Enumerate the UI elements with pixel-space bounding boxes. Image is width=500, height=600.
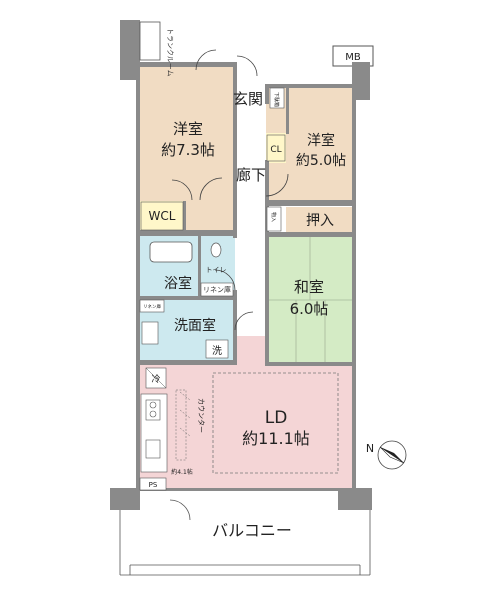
- bath-label: 浴室: [164, 275, 192, 292]
- washroom-label: 洗面室: [174, 317, 216, 334]
- wcl-label: WCL: [149, 209, 176, 223]
- shoe-box-label: 下駄箱: [273, 92, 280, 107]
- kitchen-sink: [145, 439, 161, 459]
- walls: [110, 20, 372, 510]
- closet-label: 押入: [306, 213, 334, 229]
- western-room-2-size: 約5.0帖: [296, 153, 346, 169]
- trunk-room-label: トランクルーム: [166, 28, 174, 77]
- counter-label: カウンター: [197, 398, 206, 433]
- balcony-outline: [119, 499, 371, 576]
- wash-machine-label: 洗: [212, 345, 222, 357]
- kitchen-size-label: 約4.1帖: [171, 468, 193, 476]
- linen-small-box: [139, 299, 165, 313]
- ps-label: PS: [149, 481, 158, 489]
- tatami-lines: [266, 237, 354, 363]
- ld-dashed-zone: [212, 372, 339, 474]
- balcony-label: バルコニー: [212, 521, 292, 540]
- shoe-box: [269, 87, 285, 109]
- storage-box: [266, 206, 282, 232]
- wcl-box: [140, 201, 184, 231]
- entrance-label: 玄関: [233, 90, 263, 108]
- storage-label: 物入: [270, 212, 277, 222]
- linen-label: リネン庫: [203, 285, 231, 294]
- north-label: N: [366, 442, 374, 455]
- toilet-label: トイレ: [206, 266, 227, 274]
- door-swings: [171, 49, 289, 331]
- living-upper-area: [237, 336, 267, 366]
- cl-box: [266, 134, 286, 162]
- ld-size: 約11.1帖: [242, 429, 310, 448]
- compass-icon: [377, 440, 407, 470]
- cl-label: CL: [270, 145, 281, 155]
- counter-stools: [175, 389, 191, 461]
- mb-label: MB: [345, 52, 361, 63]
- japanese-room-size: 6.0帖: [290, 300, 329, 318]
- linen-box: [200, 282, 234, 297]
- sink: [141, 321, 159, 345]
- stove: [145, 399, 161, 421]
- hallway-label: 廊下: [236, 166, 266, 184]
- fridge-label: 冷: [151, 373, 160, 385]
- closet-area: [286, 207, 354, 233]
- ps-box: [139, 477, 167, 491]
- ld-name: LD: [265, 408, 288, 428]
- bathtub: [149, 241, 193, 263]
- living-area: [140, 364, 354, 488]
- mb-post: [352, 62, 370, 72]
- hallway-area: [237, 128, 267, 232]
- toilet-bowl: [210, 242, 222, 258]
- western-room-1-size: 約7.3帖: [161, 141, 215, 159]
- linen-small-label: リネン庫: [143, 303, 161, 310]
- japanese-room-name: 和室: [294, 278, 324, 296]
- western-room-2-name: 洋室: [307, 132, 335, 149]
- western-room-1-name: 洋室: [173, 120, 203, 138]
- wash-machine-box: [205, 339, 229, 359]
- trunk-room: [139, 21, 161, 61]
